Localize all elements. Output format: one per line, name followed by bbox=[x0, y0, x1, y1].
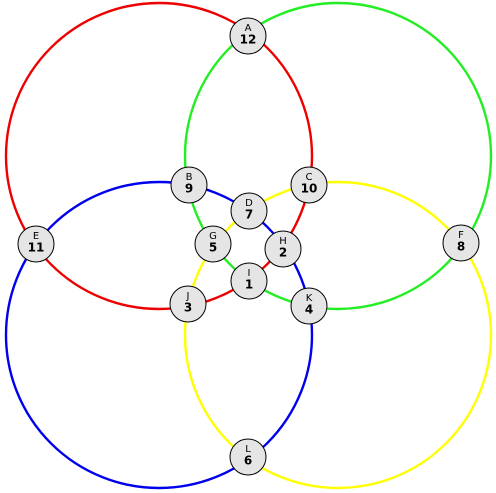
node-disc bbox=[230, 192, 268, 230]
node-disc bbox=[290, 287, 328, 325]
node-d[interactable]: D 7 bbox=[230, 192, 268, 230]
node-disc bbox=[229, 17, 267, 55]
node-number: 1 bbox=[245, 278, 253, 292]
node-l[interactable]: L 6 bbox=[229, 438, 267, 476]
circle-group bbox=[4, 1, 493, 490]
red-circle bbox=[4, 1, 314, 311]
node-g[interactable]: G 5 bbox=[194, 225, 232, 263]
node-letter: I bbox=[248, 268, 251, 279]
node-disc bbox=[229, 438, 267, 476]
node-disc bbox=[17, 225, 55, 263]
node-letter: F bbox=[458, 230, 464, 241]
node-letter: B bbox=[186, 172, 193, 183]
node-disc bbox=[442, 224, 480, 262]
node-number: 4 bbox=[305, 303, 313, 317]
node-disc bbox=[169, 285, 207, 323]
node-number: 9 bbox=[185, 182, 193, 196]
node-e[interactable]: E 11 bbox=[17, 225, 55, 263]
node-a[interactable]: A 12 bbox=[229, 17, 267, 55]
node-f[interactable]: F 8 bbox=[442, 224, 480, 262]
node-b[interactable]: B 9 bbox=[170, 166, 208, 204]
node-k[interactable]: K 4 bbox=[290, 287, 328, 325]
node-letter: L bbox=[245, 444, 251, 455]
node-number: 6 bbox=[244, 454, 252, 468]
node-letter: E bbox=[33, 231, 39, 242]
node-number: 11 bbox=[28, 241, 45, 255]
node-disc bbox=[170, 166, 208, 204]
node-number: 3 bbox=[184, 301, 192, 315]
node-h[interactable]: H 2 bbox=[264, 230, 302, 268]
node-letter: H bbox=[279, 236, 287, 247]
node-disc bbox=[264, 230, 302, 268]
node-letter: J bbox=[186, 291, 190, 302]
node-j[interactable]: J 3 bbox=[169, 285, 207, 323]
node-c[interactable]: C 10 bbox=[290, 166, 328, 204]
green-circle bbox=[183, 1, 493, 311]
node-letter: K bbox=[306, 293, 313, 304]
node-number: 7 bbox=[245, 208, 253, 222]
node-letter: C bbox=[306, 172, 313, 183]
node-number: 12 bbox=[240, 33, 257, 47]
node-disc bbox=[194, 225, 232, 263]
node-letter: G bbox=[209, 231, 217, 242]
node-group: A 12 B 9 C 10 D 7 E 11 F 8 bbox=[17, 17, 480, 476]
node-letter: A bbox=[245, 23, 252, 34]
node-disc bbox=[230, 262, 268, 300]
node-number: 5 bbox=[209, 241, 217, 255]
node-letter: D bbox=[245, 198, 253, 209]
node-i[interactable]: I 1 bbox=[230, 262, 268, 300]
yellow-circle bbox=[183, 180, 493, 490]
blue-circle bbox=[4, 180, 314, 490]
node-number: 2 bbox=[279, 246, 287, 260]
node-number: 8 bbox=[457, 240, 465, 254]
node-disc bbox=[290, 166, 328, 204]
node-number: 10 bbox=[301, 182, 318, 196]
